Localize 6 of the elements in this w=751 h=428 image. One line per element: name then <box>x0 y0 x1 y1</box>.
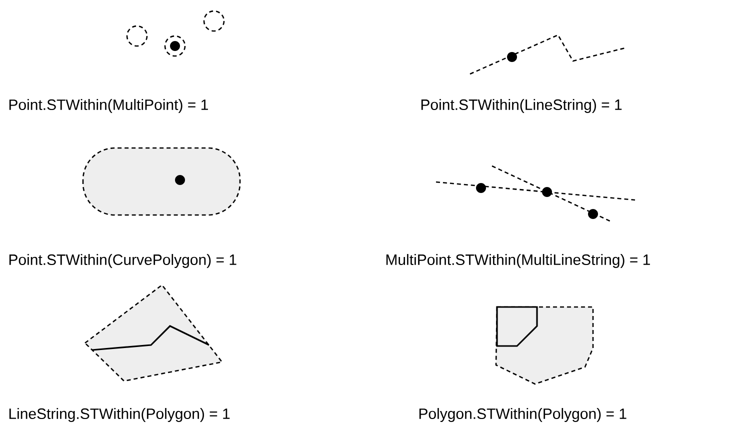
caption: Point.STWithin(CurvePolygon) = 1 <box>9 254 236 268</box>
caption: Point.STWithin(MultiPoint) = 1 <box>9 99 208 113</box>
caption: LineString.STWithin(Polygon) = 1 <box>9 408 230 422</box>
caption: Polygon.STWithin(Polygon) = 1 <box>419 408 626 422</box>
caption: Point.STWithin(LineString) = 1 <box>421 99 622 113</box>
caption: MultiPoint.STWithin(MultiLineString) = 1 <box>386 254 650 268</box>
